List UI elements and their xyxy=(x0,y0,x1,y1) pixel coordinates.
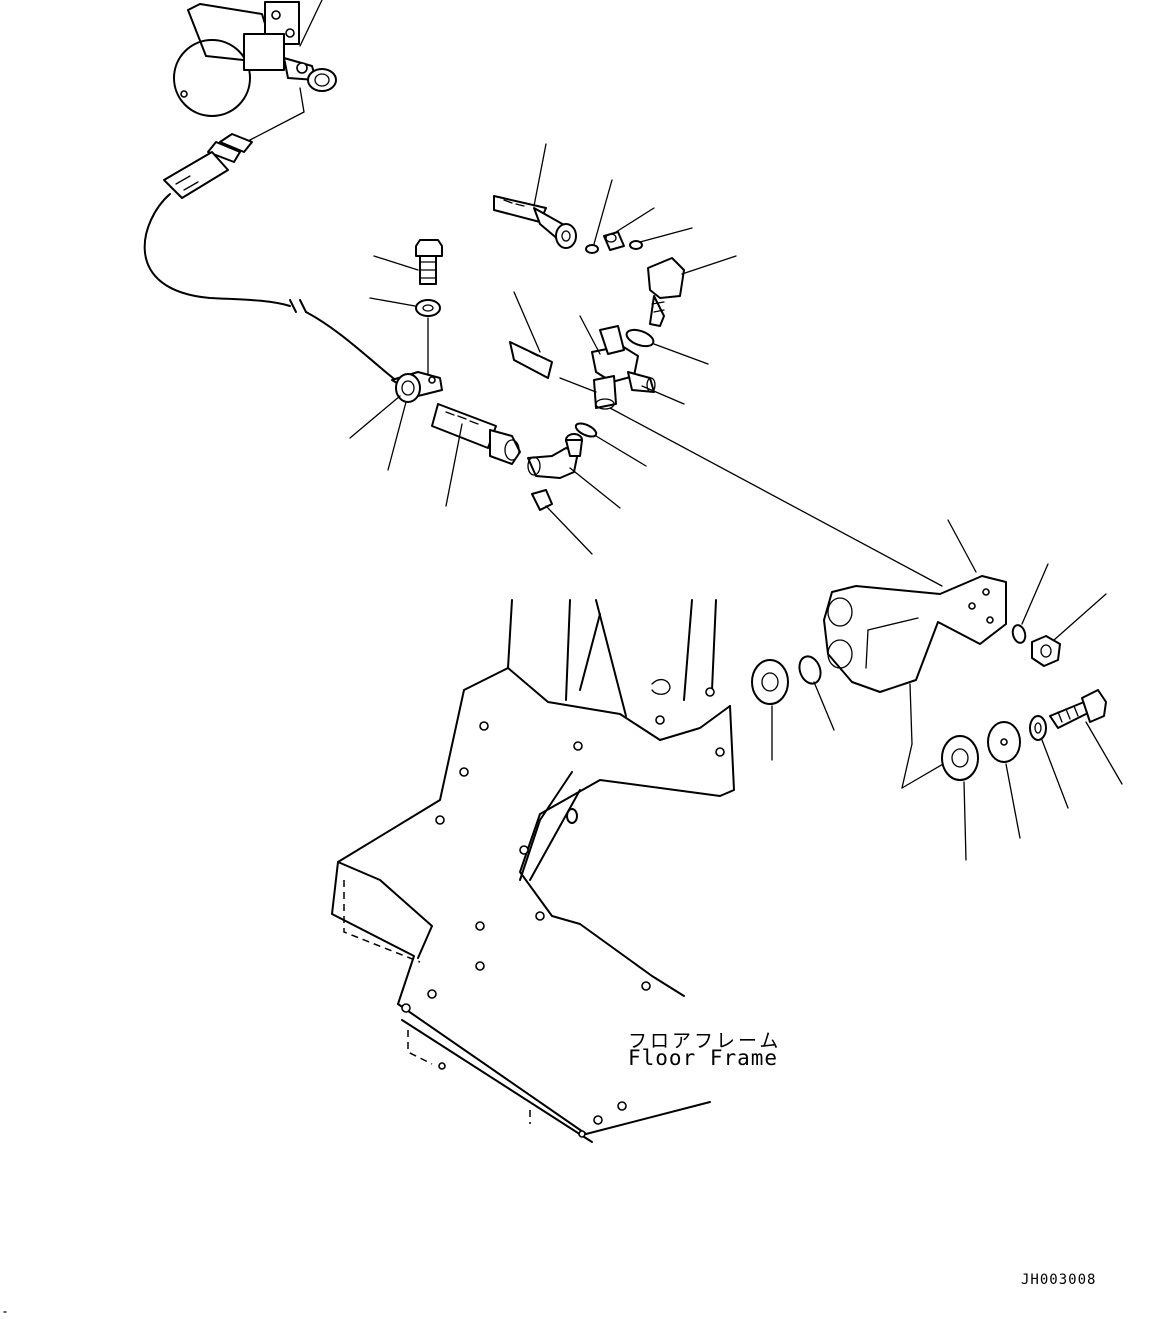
hose-assembly-lower xyxy=(431,403,521,507)
floor-frame-label-english: Floor Frame xyxy=(628,1046,779,1070)
accumulator-assembly xyxy=(173,0,337,141)
fasteners xyxy=(751,563,1123,861)
bracket-assembly xyxy=(823,519,1007,789)
floor-frame-label-japanese: フロアフレーム xyxy=(628,1030,782,1052)
hose-assembly-upper xyxy=(143,133,399,383)
tee-block xyxy=(509,291,943,587)
clamp-and-bolt xyxy=(349,239,443,471)
drawing-code: JH003008 xyxy=(1021,1272,1097,1288)
floor-frame xyxy=(331,599,735,1143)
elbow-fitting xyxy=(527,422,647,555)
pressure-switch-group xyxy=(493,143,737,365)
